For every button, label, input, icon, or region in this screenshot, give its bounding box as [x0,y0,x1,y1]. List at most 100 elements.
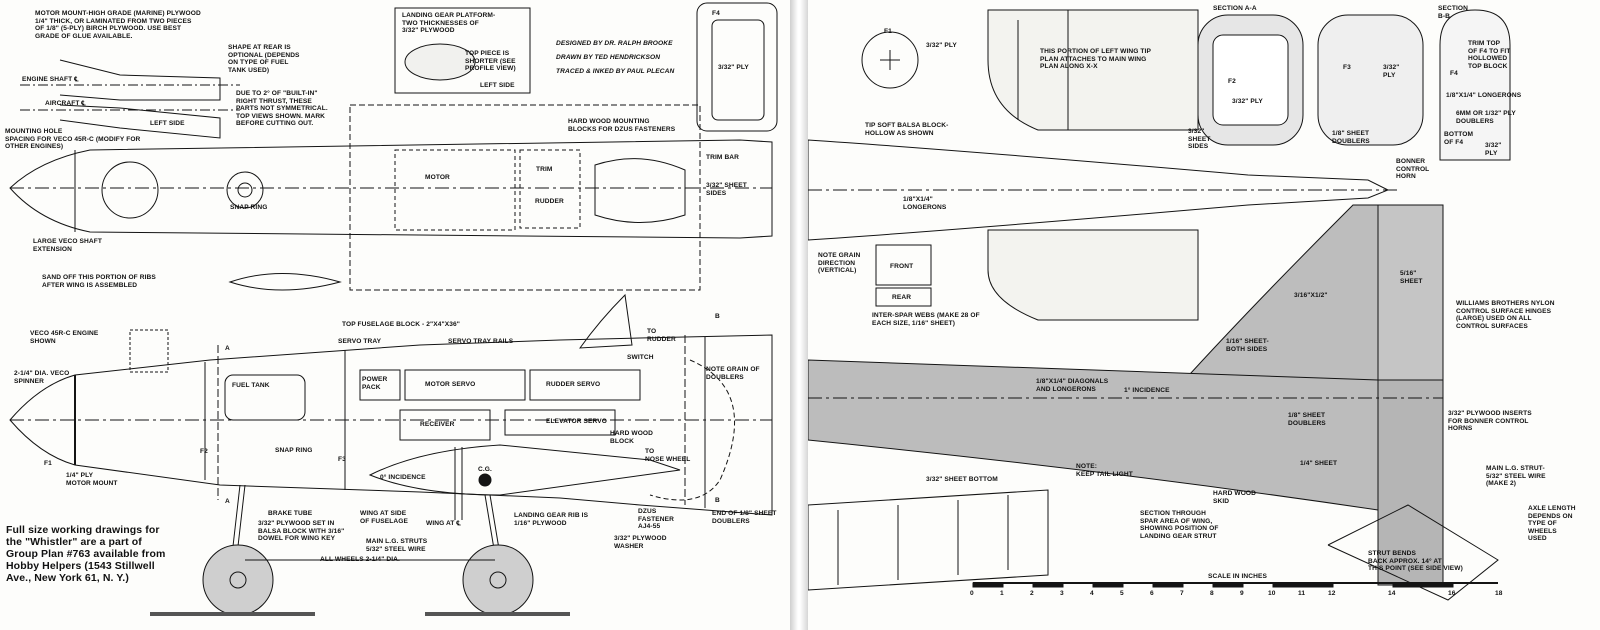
top-piece-note: TOP PIECE IS SHORTER (SEE PROFILE VIEW) [465,50,516,73]
trim-bar-label: TRIM BAR [706,154,740,161]
section-aa-label: SECTION A-A [1213,5,1257,12]
platform-left-side-label: LEFT SIDE [480,82,515,89]
hardwood-blocks-note: HARD WOOD MOUNTING BLOCKS FOR DZUS FASTE… [568,118,676,133]
scale-tick-label: 18 [1495,590,1503,597]
main-wheel [462,544,534,616]
spar-section-note: SECTION THROUGH SPAR AREA OF WING, SHOWI… [1140,510,1219,540]
wing-tip-note: THIS PORTION OF LEFT WING TIP PLAN ATTAC… [1040,48,1151,71]
designer-credit: DESIGNED BY DR. RALPH BROOKE [556,40,673,47]
hardwood-block-label: HARD WOOD BLOCK [610,430,654,445]
page-gutter [790,0,808,630]
f2-right-label: F2 [1228,78,1236,85]
f4-label: F4 [712,10,720,17]
f4-ply-label: 3/32" PLY [718,64,749,71]
grain-direction-note: NOTE GRAIN DIRECTION (VERTICAL) [818,252,861,275]
wing-tip-plan-bottom [987,229,1199,321]
strut-bends-note: STRUT BENDS BACK APPROX. 14° AT THIS POI… [1368,550,1463,573]
wing-centerline-label: WING AT ℄ [426,520,461,527]
scale-tick-label: 11 [1298,590,1306,597]
end-doublers-label: END OF 1/8" SHEET DOUBLERS [712,510,777,525]
main-strut-note: MAIN L.G. STRUT- 5/32" STEEL WIRE (MAKE … [1486,465,1546,488]
engine-shaft-label: ENGINE SHAFT ℄ [22,76,79,83]
mounting-hole-note: MOUNTING HOLE SPACING FOR VECO 45R-C (MO… [5,128,141,151]
fin-outline [1179,204,1379,431]
section-a-top-marker: A [225,345,230,352]
fuselage-plan-right [808,139,1390,241]
drafter-credit: DRAWN BY TED HENDRICKSON [556,54,661,61]
aircraft-centerline-label: AIRCRAFT ℄ [45,100,86,107]
all-wheels-label: ALL WHEELS 2-1/4" DIA. [320,556,400,563]
scale-tick-label: 3 [1060,590,1064,597]
sheet-bottom-label: 3/32" SHEET BOTTOM [926,476,998,483]
bottom-f4-label: BOTTOM OF F4 [1444,131,1474,146]
scale-tick-label: 4 [1090,590,1094,597]
sheet-516-label: 5/16" SHEET [1400,270,1423,285]
servo-rails-label: SERVO TRAY RAILS [448,338,514,345]
scale-tick-label: 5 [1120,590,1124,597]
doublers-b-label: 1/8" SHEET DOUBLERS [1288,412,1326,427]
spar-webs-note: INTER-SPAR WEBS (MAKE 28 OF EACH SIZE, 1… [872,312,980,327]
right-thrust-note: DUE TO 2° OF "BUILT-IN" RIGHT THRUST, TH… [236,90,328,128]
canopy-outline [578,293,633,349]
scale-tick-label: 8 [1210,590,1214,597]
snap-ring-side-label: SNAP RING [275,447,313,454]
brake-tube-label: BRAKE TUBE [268,510,313,517]
main-struts-label: MAIN L.G. STRUTS 5/32" STEEL WIRE [366,538,428,553]
keep-tail-light-note: NOTE: KEEP TAIL LIGHT [1076,463,1133,478]
sand-off-note: SAND OFF THIS PORTION OF RIBS AFTER WING… [42,274,156,289]
section-bb-outline [1439,9,1511,161]
trim-top-note: TRIM TOP OF F4 TO FIT HOLLOWED TOP BLOCK [1468,40,1511,70]
motor-label: MOTOR [425,174,450,181]
veco-engine-label: VECO 45R-C ENGINE SHOWN [30,330,99,345]
trim-label: TRIM [536,166,553,173]
veco-extension-label: LARGE VECO SHAFT EXTENSION [33,238,103,253]
hardwood-skid-label: HARD WOOD SKID [1213,490,1257,505]
scale-tick-label: 12 [1328,590,1336,597]
scale-title: SCALE IN INCHES [1208,573,1268,580]
left-plan-page: MOTOR MOUNT-HIGH GRADE (MARINE) PLYWOOD … [0,0,790,630]
ply-b-label: 3/32" PLY [1383,64,1400,79]
section-f3-outline [1317,14,1424,146]
motor-mount-top-outline [59,59,221,101]
f3-right-label: F3 [1343,64,1351,71]
scale-tick-label: 14 [1388,590,1396,597]
motor-mount-bottom-outline [59,104,221,139]
section-a-bottom-marker: A [225,498,230,505]
nylon-hinges-note: WILLIAMS BROTHERS NYLON CONTROL SURFACE … [1456,300,1555,330]
sheet-sides-right-label: 3/32" SHEET SIDES [1188,128,1211,151]
switch-label: SWITCH [627,354,654,361]
scale-tick-label: 1 [1000,590,1004,597]
note-grain-label: NOTE GRAIN OF DOUBLERS [706,366,760,381]
motor-mount-note: MOTOR MOUNT-HIGH GRADE (MARINE) PLYWOOD … [35,10,201,40]
sheet-sides-label: 3/32" SHEET SIDES [706,182,747,197]
axle-length-note: AXLE LENGTH DEPENDS ON TYPE OF WHEELS US… [1528,505,1576,543]
wing-tip-plan-top [987,9,1199,131]
rudder-label: RUDDER [535,198,564,205]
spar-web-front-label: FRONT [890,263,914,270]
scale-tick-label: 6 [1150,590,1154,597]
section-b-top-marker: B [715,313,720,320]
servo-tray-label: SERVO TRAY [338,338,382,345]
right-plan-drawing [808,9,1511,601]
zero-incidence-label: 0° INCIDENCE [380,474,426,481]
motor-mount-side-label: 1/4" PLY MOTOR MOUNT [66,472,118,487]
one-degree-incidence-label: 1° INCIDENCE [1124,387,1170,394]
scale-tick-label: 2 [1030,590,1034,597]
f1-former [861,31,919,89]
longerons-a-label: 1/8"X1/4" LONGERONS [1446,92,1522,99]
dzus-fastener-label: DZUS FASTENER AJ4-55 [638,508,674,531]
plywood-washer-label: 3/32" PLYWOOD WASHER [614,535,667,550]
main-strut-detail [1327,504,1499,601]
diagonals-label: 1/8"X1/4" DIAGONALS AND LONGERONS [1036,378,1109,393]
f1-side-label: F1 [44,460,52,467]
power-pack-label: POWER PACK [362,376,388,391]
landing-platform-note: LANDING GEAR PLATFORM- TWO THICKNESSES O… [402,12,496,35]
spar-web-front [875,244,932,286]
sheet-doublers-label: 1/8" SHEET DOUBLERS [1332,130,1370,145]
spar-web-rear [875,287,932,307]
scale-tick-label: 9 [1240,590,1244,597]
sheet-both-sides-label: 1/16" SHEET- BOTH SIDES [1226,338,1269,353]
ply-a-label: 3/32" PLY [1232,98,1263,105]
availability-note: Full size working drawings for the "Whis… [6,524,166,584]
